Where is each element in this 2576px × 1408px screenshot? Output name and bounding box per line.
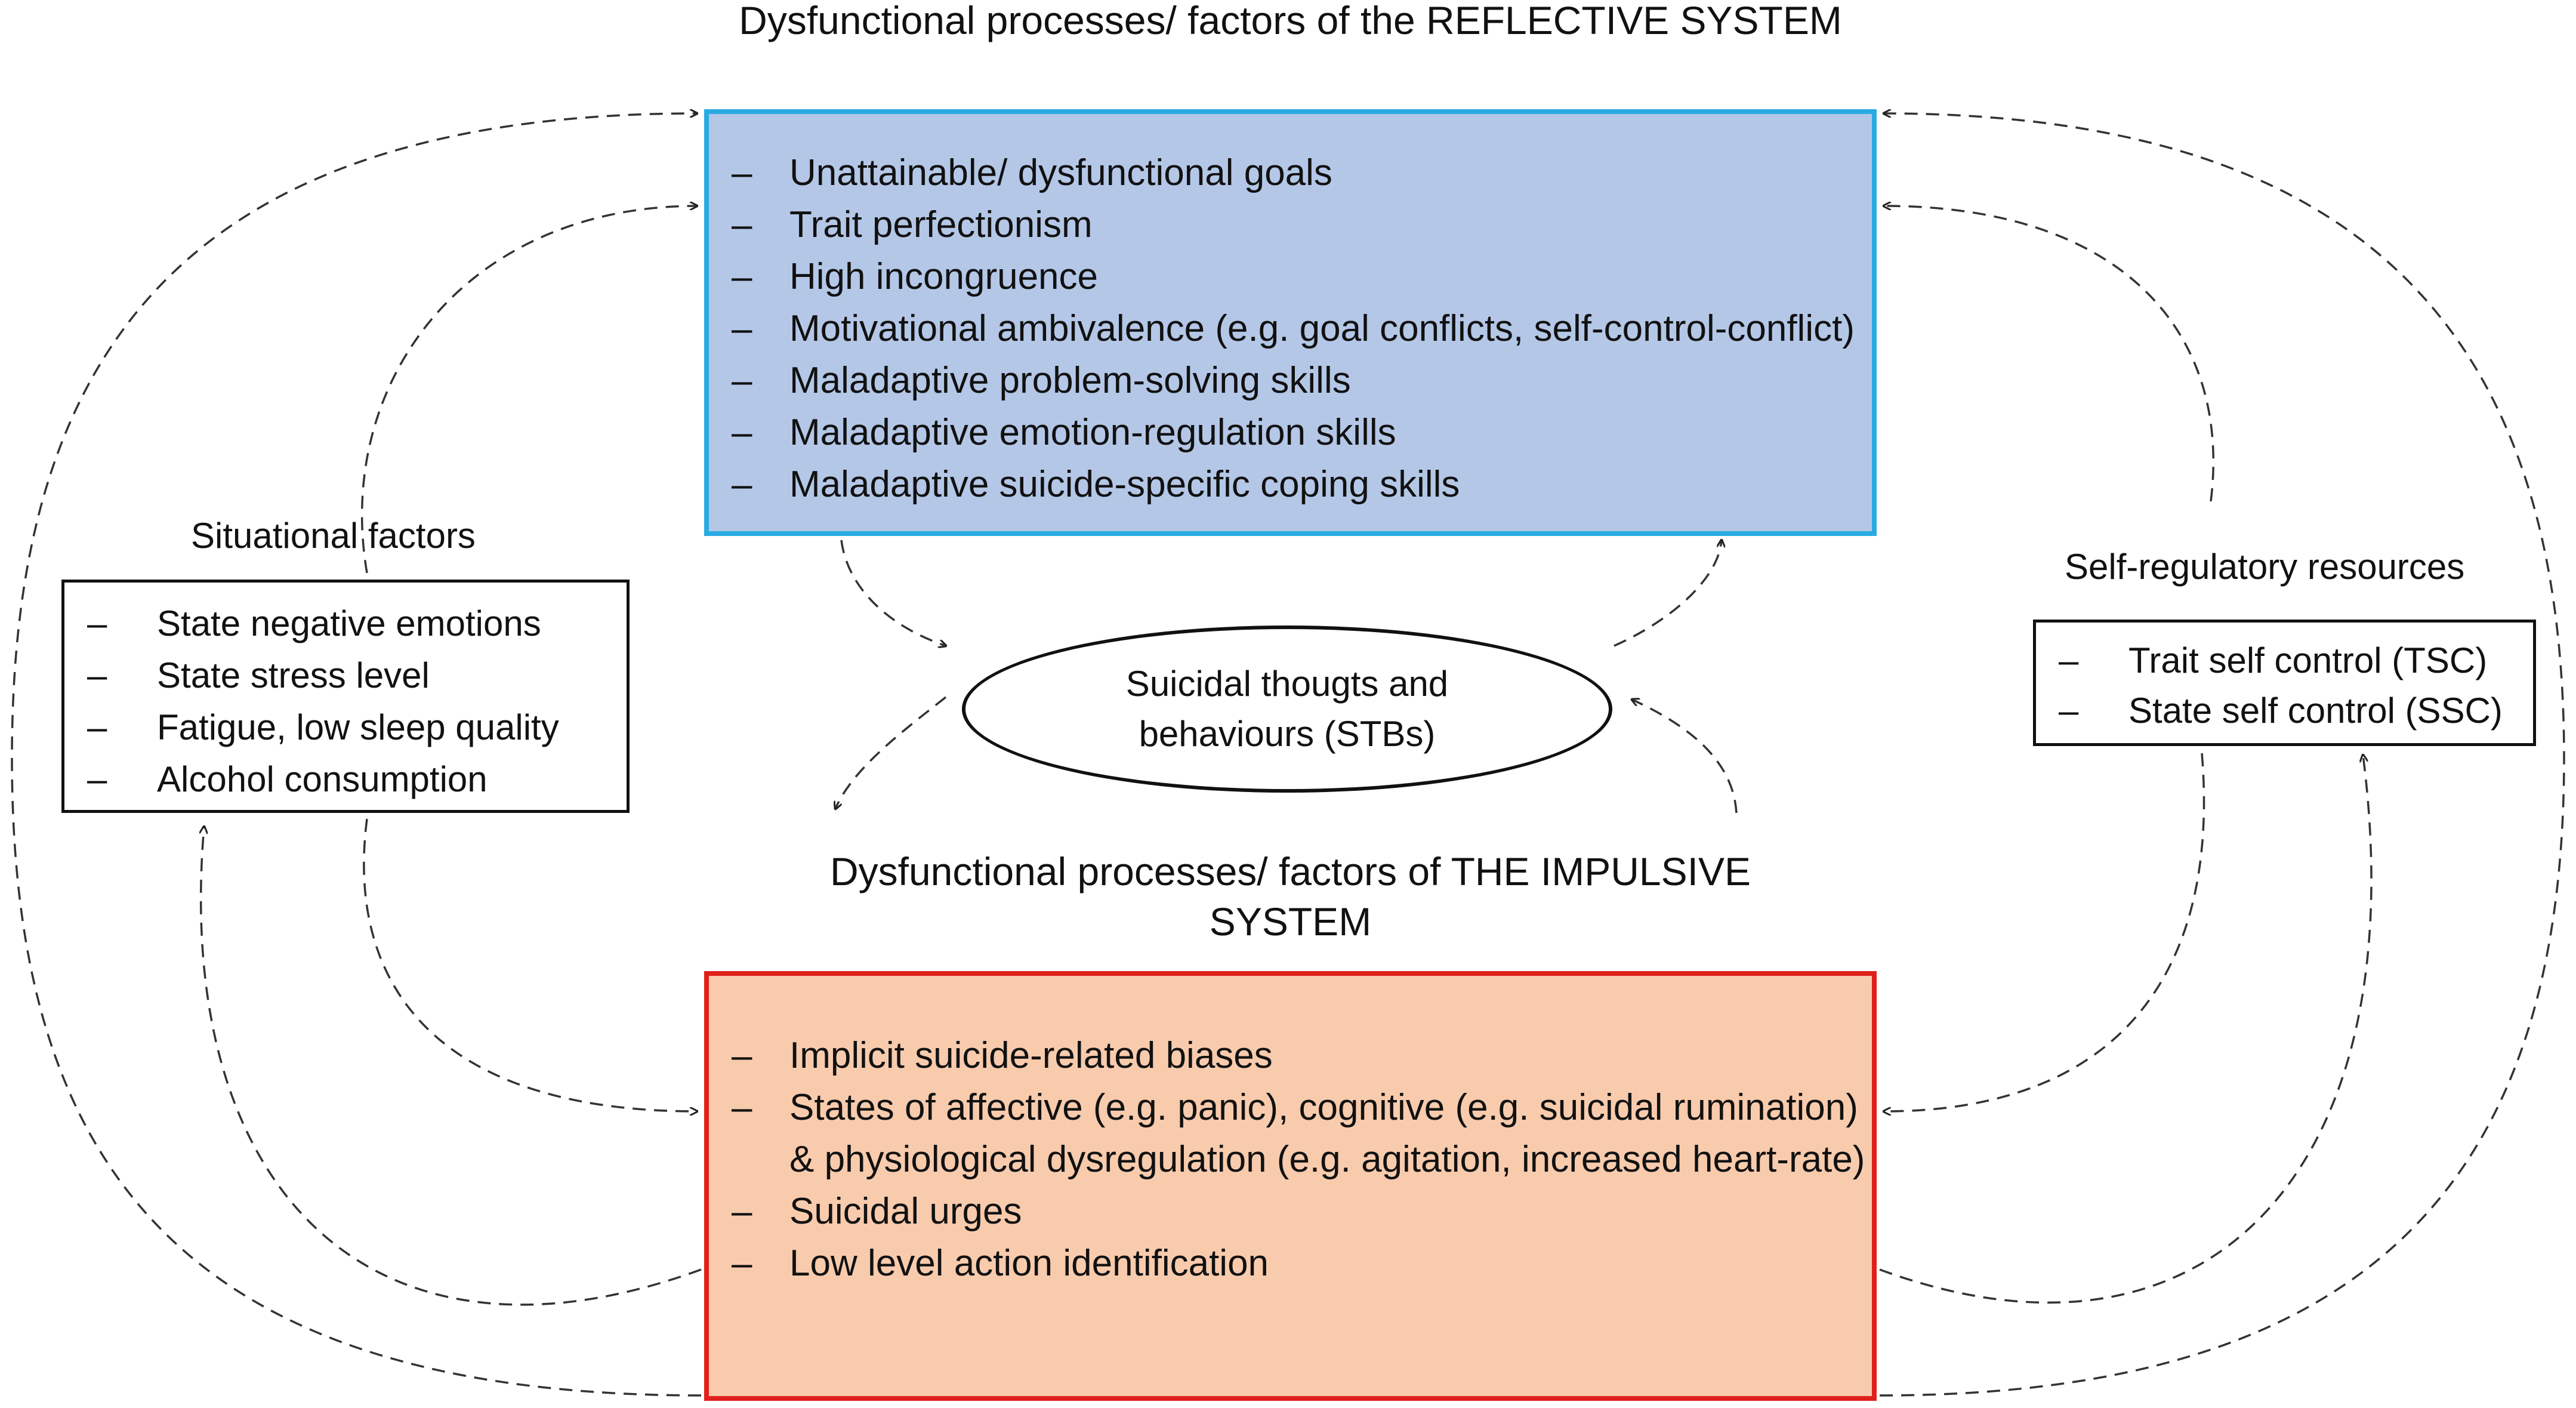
bullet-dash: – [732, 1035, 752, 1076]
stb-ellipse: Suicidal thougts and behaviours (STBs) [962, 626, 1612, 793]
impulsive-factor-urges: Suicidal urges [789, 1191, 1022, 1232]
situational-factors-box: – State negative emotions – State stress l… [61, 580, 630, 813]
reflective-factor-incongruence: High incongruence [789, 256, 1099, 297]
list-item: –States of affective (e.g. panic), cogni… [709, 1082, 1872, 1185]
arrow-selfreg-to-reflective [1884, 206, 2214, 502]
arrow-stb-to-reflective [1614, 540, 1722, 647]
bullet-dash: – [2059, 691, 2079, 731]
reflective-factor-list: –Unattainable/ dysfunctional goals –Trai… [709, 147, 1872, 510]
list-item: – State stress level [64, 649, 627, 701]
situational-factor-list: – State negative emotions – State stress l… [64, 597, 627, 805]
list-item: –Trait perfectionism [709, 199, 1872, 251]
impulsive-factor-list: –Implicit suicide-related biases –States… [709, 1030, 1872, 1289]
bullet-dash: – [2059, 640, 2079, 680]
reflective-factor-goals: Unattainable/ dysfunctional goals [789, 152, 1332, 193]
situational-factor-alcohol: Alcohol consumption [157, 759, 488, 799]
list-item: – Fatigue, low sleep quality [64, 701, 627, 753]
bullet-dash: – [732, 1191, 752, 1232]
arrow-outer-left-loop [11, 113, 702, 1397]
arrow-stb-to-impulsive [835, 696, 947, 809]
bullet-dash: – [732, 308, 752, 349]
situational-factors-title: Situational factors [191, 516, 476, 556]
list-item: – State self control (SSC) [2036, 686, 2533, 736]
reflective-factor-problem-solving: Maladaptive problem-solving skills [789, 360, 1351, 401]
bullet-dash: – [87, 707, 107, 747]
list-item: –Low level action identification [709, 1237, 1872, 1289]
arrow-impulsive-to-selfreg [1879, 755, 2373, 1304]
list-item: –Maladaptive problem-solving skills [709, 355, 1872, 406]
arrow-situational-to-impulsive [363, 818, 697, 1111]
impulsive-factor-dysregulation-line-2: & physiological dysregulation (e.g. agit… [789, 1139, 1865, 1180]
self-regulatory-trait: Trait self control (TSC) [2128, 640, 2488, 680]
bullet-dash: – [87, 603, 107, 643]
list-item: –Unattainable/ dysfunctional goals [709, 147, 1872, 199]
self-regulatory-state: State self control (SSC) [2128, 691, 2503, 731]
reflective-factor-ambivalence: Motivational ambivalence (e.g. goal conf… [789, 308, 1855, 349]
bullet-dash: – [732, 412, 752, 453]
list-item: –High incongruence [709, 251, 1872, 303]
reflective-system-title: Dysfunctional processes/ factors of the … [739, 0, 1842, 42]
bullet-dash: – [732, 360, 752, 401]
bullet-dash: – [732, 256, 752, 297]
situational-factor-fatigue: Fatigue, low sleep quality [157, 707, 559, 747]
arrow-selfreg-to-impulsive [1884, 753, 2205, 1111]
list-item: – Alcohol consumption [64, 753, 627, 805]
list-item: –Motivational ambivalence (e.g. goal con… [709, 303, 1872, 355]
bullet-dash: – [87, 655, 107, 695]
reflective-factor-emotion-regulation: Maladaptive emotion-regulation skills [789, 412, 1396, 453]
impulsive-factor-biases: Implicit suicide-related biases [789, 1035, 1273, 1076]
impulsive-system-box: –Implicit suicide-related biases –States… [704, 971, 1877, 1401]
reflective-factor-perfectionism: Trait perfectionism [789, 204, 1093, 245]
list-item: – State negative emotions [64, 597, 627, 649]
reflective-system-box: –Unattainable/ dysfunctional goals –Trai… [704, 109, 1877, 536]
bullet-dash: – [732, 1087, 752, 1128]
stb-label: Suicidal thougts and behaviours (STBs) [1125, 664, 1449, 754]
bullet-dash: – [732, 204, 752, 245]
bullet-dash: – [87, 759, 107, 799]
bullet-dash: – [732, 152, 752, 193]
list-item: –Suicidal urges [709, 1185, 1872, 1237]
self-regulatory-box: – Trait self control (TSC) – State self co… [2033, 620, 2536, 746]
bullet-dash: – [732, 464, 752, 505]
bullet-dash: – [732, 1243, 752, 1284]
situational-factor-emotions: State negative emotions [157, 603, 541, 643]
list-item: –Implicit suicide-related biases [709, 1030, 1872, 1082]
arrow-impulsive-to-situational [201, 827, 702, 1306]
impulsive-factor-action-identification: Low level action identification [789, 1243, 1269, 1284]
arrow-reflective-to-stb [840, 540, 946, 646]
arrow-impulsive-to-stb [1632, 700, 1738, 814]
impulsive-system-title: Dysfunctional processes/ factors of THE … [829, 849, 1751, 944]
situational-factor-stress: State stress level [157, 655, 430, 695]
self-regulatory-list: – Trait self control (TSC) – State self co… [2036, 636, 2533, 736]
arrow-outer-right-loop [1879, 113, 2565, 1397]
list-item: – Trait self control (TSC) [2036, 636, 2533, 686]
reflective-factor-coping: Maladaptive suicide-specific coping skil… [789, 464, 1460, 505]
impulsive-factor-dysregulation-line-1: States of affective (e.g. panic), cognit… [789, 1087, 1858, 1128]
self-regulatory-title: Self-regulatory resources [2065, 547, 2465, 587]
list-item: –Maladaptive suicide-specific coping ski… [709, 458, 1872, 510]
list-item: –Maladaptive emotion-regulation skills [709, 406, 1872, 458]
